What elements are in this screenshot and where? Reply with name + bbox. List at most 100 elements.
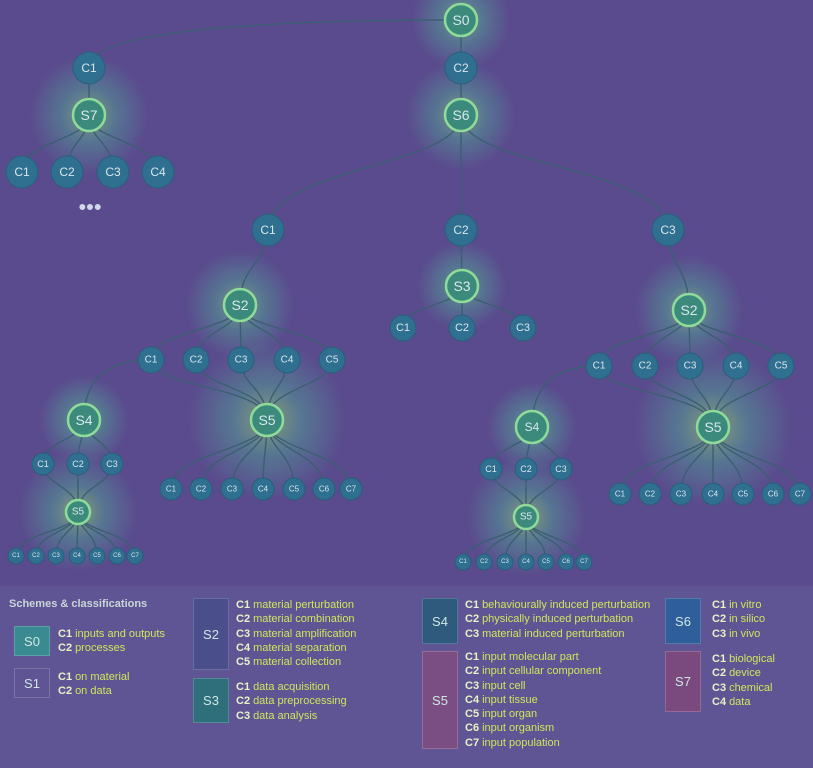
scheme-node: S5: [512, 503, 540, 531]
class-node: C5: [767, 352, 795, 380]
node-label: C1: [14, 165, 30, 179]
node-label: C4: [708, 490, 719, 499]
class-node: C5: [318, 346, 346, 374]
class-node: C4: [68, 547, 86, 565]
class-node: C5: [537, 553, 555, 571]
scheme-node: S4: [514, 409, 550, 445]
node-label: C2: [480, 559, 488, 565]
class-node: C4: [517, 553, 535, 571]
node-label: S2: [231, 297, 248, 313]
scheme-node: S0: [443, 2, 479, 38]
scheme-node: S2: [671, 292, 707, 328]
class-node: C7: [575, 553, 593, 571]
scheme-node: S6: [443, 97, 479, 133]
node-label: S5: [258, 412, 275, 428]
legend-swatch-s1: S1: [14, 668, 50, 698]
node-label: S5: [520, 512, 533, 523]
node-label: C1: [485, 464, 497, 474]
node-label: C3: [684, 361, 697, 372]
node-label: S2: [680, 302, 697, 318]
class-node: C2: [638, 482, 662, 506]
node-label: C5: [542, 559, 550, 565]
class-node: C3: [96, 155, 130, 189]
node-label: C4: [258, 485, 269, 494]
class-node: C2: [182, 346, 210, 374]
class-node: C1: [251, 213, 285, 247]
class-node: C4: [722, 352, 750, 380]
class-node: C2: [444, 213, 478, 247]
node-label: C3: [501, 559, 509, 565]
node-label: C7: [795, 490, 806, 499]
node-label: C1: [37, 459, 49, 469]
legend-swatch-s5: S5: [422, 651, 458, 749]
class-node: C1: [137, 346, 165, 374]
class-node: C2: [27, 547, 45, 565]
node-label: C6: [113, 553, 121, 559]
class-node: C7: [126, 547, 144, 565]
class-node: C3: [549, 457, 573, 481]
node-label: S6: [452, 107, 469, 123]
legend-s0-label: S0: [24, 633, 40, 649]
node-label: S5: [704, 419, 721, 435]
scheme-node: S2: [222, 287, 258, 323]
class-node: C4: [701, 482, 725, 506]
node-label: C6: [562, 559, 570, 565]
class-node: C1: [31, 452, 55, 476]
class-node: C1: [72, 51, 106, 85]
class-node: C7: [788, 482, 812, 506]
class-node: C3: [220, 477, 244, 501]
legend-s7-label: S7: [675, 674, 691, 689]
legend-title: Schemes & classifications: [9, 598, 148, 610]
class-node: C3: [496, 553, 514, 571]
node-label: C2: [453, 61, 469, 75]
node-label: C2: [453, 223, 469, 237]
class-node: C2: [514, 457, 538, 481]
node-label: C1: [145, 355, 158, 366]
class-node: C3: [651, 213, 685, 247]
node-label: C3: [52, 553, 60, 559]
node-label: C6: [319, 485, 330, 494]
node-label: C3: [660, 223, 676, 237]
class-node: C5: [282, 477, 306, 501]
scheme-node: S7: [71, 97, 107, 133]
legend-swatch-s2: S2: [193, 598, 229, 670]
node-label: C2: [59, 165, 75, 179]
node-label: C5: [289, 485, 300, 494]
scheme-node: S3: [444, 268, 480, 304]
node-label: C3: [676, 490, 687, 499]
node-label: C5: [738, 490, 749, 499]
node-label: S7: [80, 107, 97, 123]
node-label: C3: [555, 464, 567, 474]
legend-s6-label: S6: [675, 613, 691, 629]
node-label: C2: [72, 459, 84, 469]
class-node: C3: [100, 452, 124, 476]
node-label: C7: [580, 559, 588, 565]
class-node: C4: [273, 346, 301, 374]
legend-s5-label: S5: [432, 692, 448, 708]
node-label: C3: [235, 355, 248, 366]
node-label: C2: [32, 553, 40, 559]
node-label: C7: [346, 485, 357, 494]
node-label: C7: [131, 553, 139, 559]
more-ellipsis: •••: [78, 195, 101, 220]
node-label: C4: [73, 553, 81, 559]
node-label: C1: [81, 61, 97, 75]
